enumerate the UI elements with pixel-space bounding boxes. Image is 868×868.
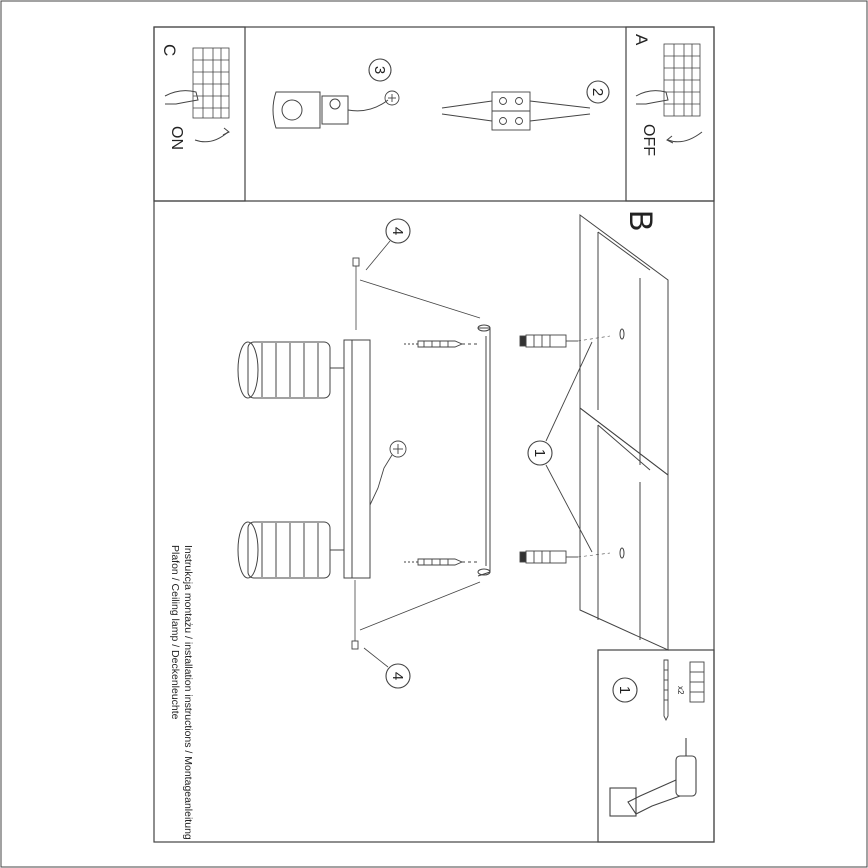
- drill-icon: [609, 738, 697, 817]
- step-4-number-top: 4: [389, 227, 406, 235]
- panel-a: A OFF: [625, 26, 715, 202]
- wall-plug-icon: [689, 661, 705, 703]
- screw-icon: [663, 659, 669, 722]
- circuit-breaker-icon: [663, 43, 701, 117]
- ground-symbol-icon: [384, 90, 400, 106]
- panel-c-letter: C: [160, 44, 179, 56]
- bracket-icon: [272, 91, 321, 129]
- step-1-number-tools: 1: [616, 686, 633, 694]
- step-2-number: 2: [589, 88, 606, 96]
- panel-c-state: ON: [168, 126, 185, 150]
- hand-icon: [635, 90, 669, 105]
- ground-wire: [369, 454, 393, 506]
- lamp-base: [343, 339, 371, 579]
- circuit-breaker-icon: [192, 47, 230, 119]
- panel-a-letter: A: [632, 34, 651, 46]
- step-3-ground-connection: 3: [272, 58, 400, 129]
- panel-a-state: OFF: [640, 124, 657, 156]
- step-2-wire-connection: 2: [441, 80, 610, 131]
- mounting-bracket: [477, 324, 491, 577]
- screw-icon: [351, 580, 359, 650]
- step-1-number-b: 1: [531, 449, 548, 457]
- hand-icon: [164, 90, 199, 105]
- panel-b: B 1: [237, 210, 669, 689]
- caption-line-1: Instrukcja montażu / installation instru…: [182, 545, 194, 840]
- panel-tools: 1 x2: [597, 649, 715, 843]
- parts-quantity: x2: [676, 686, 685, 695]
- panel-b-letter: B: [623, 210, 659, 231]
- spot-lamp-bottom: [237, 521, 344, 579]
- ground-symbol-icon: [389, 440, 407, 458]
- wall-plug-icon: [519, 550, 578, 564]
- arrow-icon: [667, 131, 703, 143]
- wire-connector-icon: [441, 91, 591, 131]
- step-4-number-bottom: 4: [389, 672, 406, 680]
- screw-icon: [404, 340, 478, 348]
- screw-icon: [404, 558, 478, 566]
- spot-lamp-top: [237, 341, 344, 399]
- ceiling-surface: [579, 214, 669, 651]
- main-frame: [153, 26, 715, 843]
- step-3-number: 3: [371, 66, 388, 74]
- wall-plug-icon: [519, 334, 578, 348]
- arrow-icon: [194, 131, 229, 143]
- caption-line-2: Plafon / Ceiling lamp / Deckenleuchte: [169, 545, 181, 720]
- panel-c: C ON: [153, 26, 246, 202]
- screw-icon: [352, 257, 360, 330]
